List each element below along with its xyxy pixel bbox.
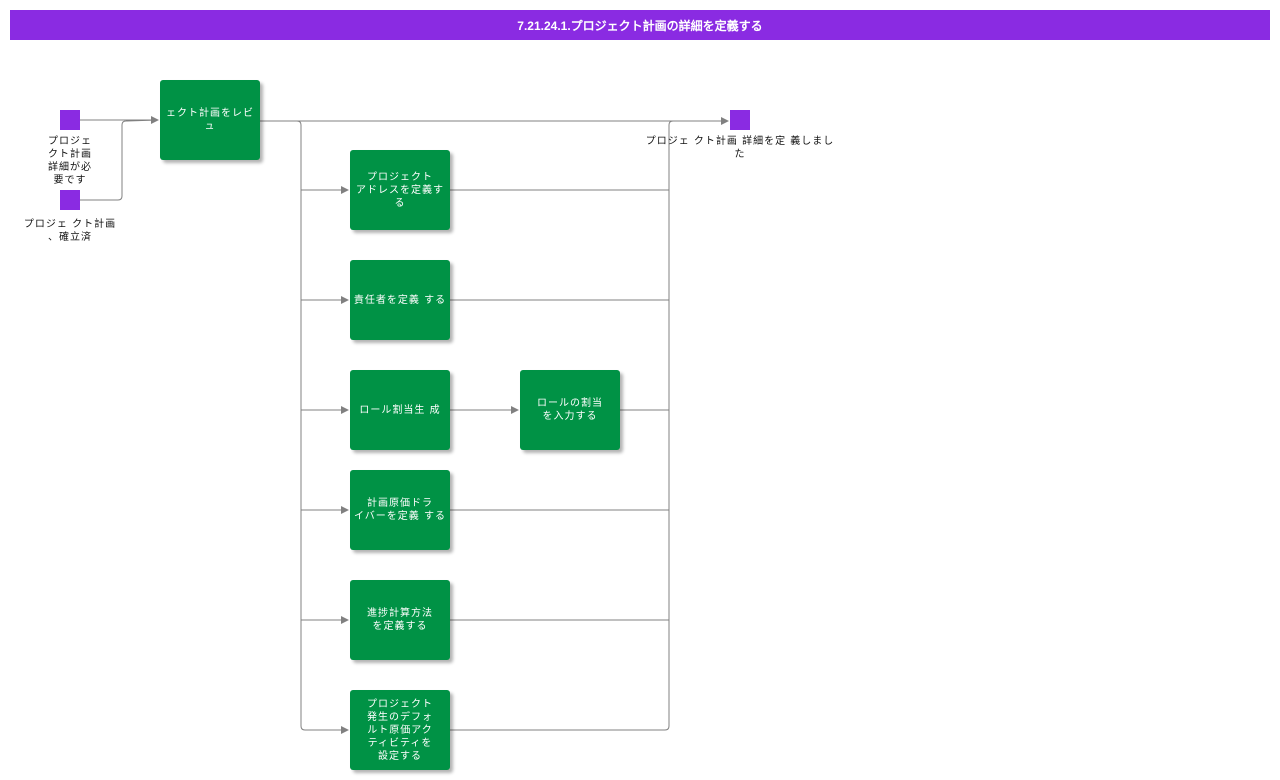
end-event-defined-label: プロジェ クト計画 詳細を定 義しまし た	[645, 136, 835, 160]
task-set-default-cost-activity-label: プロジェクト 発生のデフォ ルト原価アク ティビティを 設定する	[367, 698, 433, 762]
task-define-address[interactable]: プロジェクト アドレスを定義する	[350, 150, 450, 230]
task-generate-role-assignment[interactable]: ロール割当生 成	[350, 370, 450, 450]
page-title: 7.21.24.1.プロジェクト計画の詳細を定義する	[10, 10, 1270, 40]
task-input-role-assignment-label: ロールの割当 を入力する	[537, 398, 603, 422]
edge-start-established-to-review	[80, 119, 159, 201]
task-define-owner[interactable]: 責任者を定義 する	[350, 260, 450, 340]
start-event-required[interactable]	[60, 110, 80, 130]
task-define-progress-method[interactable]: 進捗計算方法 を定義する	[350, 580, 450, 660]
task-define-cost-driver-label: 計画原価ドラ イバーを定義 する	[354, 498, 446, 522]
task-define-cost-driver[interactable]: 計画原価ドラ イバーを定義 する	[350, 470, 450, 550]
task-input-role-assignment[interactable]: ロールの割当 を入力する	[520, 370, 620, 450]
start-event-established-label: プロジェ クト計画 、確立済	[23, 219, 117, 243]
start-event-established[interactable]	[60, 190, 80, 210]
task-review[interactable]: ェクト計画をレビュ	[160, 80, 260, 160]
task-define-progress-method-label: 進捗計算方法 を定義する	[367, 608, 433, 632]
task-set-default-cost-activity[interactable]: プロジェクト 発生のデフォ ルト原価アク ティビティを 設定する	[350, 690, 450, 770]
task-generate-role-assignment-label: ロール割当生 成	[359, 404, 441, 416]
join-bus	[450, 120, 674, 731]
task-define-owner-label: 責任者を定義 する	[353, 294, 447, 306]
split-bus	[260, 120, 349, 734]
task-review-label: ェクト計画をレビュ	[166, 108, 254, 132]
end-event-defined[interactable]	[730, 110, 750, 130]
start-event-required-label: プロジェ クト計画 詳細が必 要です	[48, 136, 92, 186]
task-define-address-label: プロジェクト アドレスを定義する	[356, 171, 444, 209]
